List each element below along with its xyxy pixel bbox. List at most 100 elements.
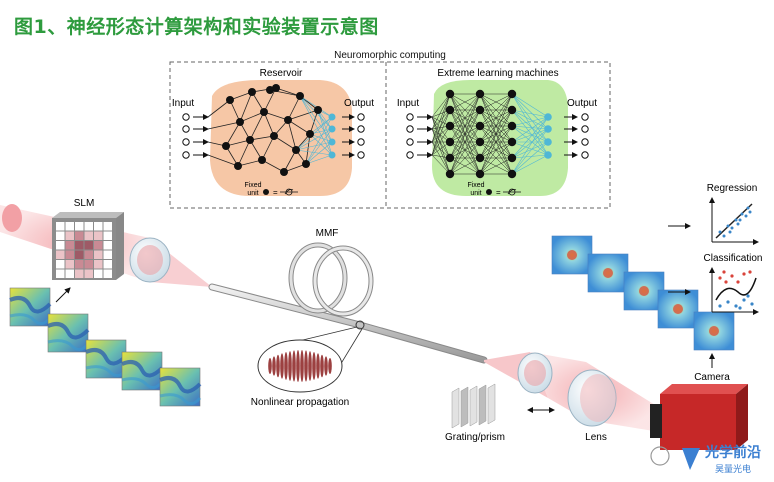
slm-pixel	[94, 269, 103, 278]
slm-pixel	[65, 241, 74, 250]
elm-edge	[449, 125, 481, 175]
elm-fixed-unit-label-2: unit	[470, 190, 481, 197]
regression-point	[722, 234, 726, 238]
grating-plate	[478, 384, 487, 426]
fiber-coils	[288, 242, 374, 317]
camera-label: Camera	[694, 372, 730, 383]
elm-equals-symbol: =	[496, 188, 501, 197]
camera-body	[660, 394, 736, 450]
elm-node	[445, 105, 455, 115]
elm-edge	[449, 93, 481, 111]
speckle-image	[693, 311, 735, 351]
pulse-band	[288, 351, 292, 381]
reservoir-edge	[225, 139, 251, 147]
elm-edge	[479, 93, 513, 127]
reservoir-fixed-unit-label: Fixed	[244, 182, 261, 189]
elm-node	[445, 137, 455, 147]
slm-pixel	[103, 231, 112, 240]
reservoir-readout-edge	[299, 95, 333, 143]
class-a-point	[748, 270, 752, 274]
reservoir-node	[236, 118, 244, 126]
slm-label: SLM	[74, 198, 95, 209]
reservoir-edge	[283, 149, 297, 173]
reservoir-readout-node	[328, 125, 336, 133]
elm-edge	[449, 93, 481, 127]
reservoir-edge	[225, 121, 241, 147]
grating-plate	[487, 383, 496, 425]
elm-activation-icon	[503, 188, 521, 196]
elm-edge	[431, 116, 451, 159]
elm-edge	[431, 109, 451, 156]
speckle-image	[657, 289, 699, 329]
class-b-point	[746, 294, 750, 298]
elm-edge	[431, 93, 451, 143]
elm-node	[507, 89, 517, 99]
watermark-text: 光学前沿	[704, 444, 761, 461]
elm-input-node	[406, 125, 414, 133]
reservoir-edge	[237, 139, 251, 167]
pattern-stripe	[159, 376, 202, 394]
slm-pixel	[65, 222, 74, 231]
regression-point	[746, 206, 750, 210]
elm-network	[431, 89, 552, 179]
regression-point	[738, 218, 742, 222]
nonlinear-propagation-zoom: Nonlinear propagation	[251, 339, 349, 408]
elm-node	[445, 89, 455, 99]
speckle-image	[587, 253, 629, 293]
slm-pixel	[75, 222, 84, 231]
elm-readout-edge	[511, 125, 549, 130]
pattern-stripe	[47, 322, 90, 340]
pattern-stripe	[121, 360, 164, 378]
elm-edge	[449, 157, 481, 175]
elm-node	[507, 153, 517, 163]
reservoir-node	[314, 106, 322, 114]
reservoir-readout-edge	[317, 109, 333, 156]
reservoir-readout-edge	[305, 154, 333, 165]
reservoir-equals-symbol: =	[273, 188, 278, 197]
reservoir-node	[234, 162, 242, 170]
camera-lens-mount	[650, 404, 662, 438]
pattern-stripe	[159, 393, 202, 405]
elm-edge	[431, 116, 451, 143]
pulse-band	[292, 350, 296, 382]
pulse-band	[316, 353, 320, 379]
speckle-core	[639, 286, 649, 296]
wechat-icon	[650, 446, 670, 466]
reservoir-node	[280, 168, 288, 176]
elm-readout-edge	[511, 154, 549, 159]
elm-input-label: Input	[397, 98, 419, 109]
input-pattern-stack	[9, 287, 202, 407]
pattern-stripe	[121, 377, 164, 389]
reservoir-node	[306, 130, 314, 138]
speckle-image	[551, 235, 593, 275]
class-b-point	[726, 300, 730, 304]
reservoir-output-nodes	[342, 113, 365, 159]
reservoir-node	[246, 136, 254, 144]
reservoir-activation-icon	[280, 188, 298, 196]
reservoir-edge	[305, 133, 311, 165]
reservoir-node	[292, 146, 300, 154]
pulse-band	[268, 358, 272, 374]
reservoir-node	[270, 132, 278, 140]
reservoir-edge	[287, 119, 311, 135]
neuromorphic-label: Neuromorphic computing	[334, 50, 446, 61]
slm-pixel	[103, 250, 112, 259]
class-a-point	[722, 270, 726, 274]
reservoir-edge	[287, 109, 319, 121]
classification-label: Classification	[704, 253, 763, 264]
reservoir-input-node	[182, 125, 190, 133]
slm-pixel	[103, 222, 112, 231]
reservoir-input-node	[182, 151, 190, 159]
elm-edge	[479, 93, 513, 143]
reservoir-output-node	[357, 113, 365, 121]
slm-pixel	[103, 260, 112, 269]
speckle-core	[603, 268, 613, 278]
reservoir-readout-edge	[299, 95, 333, 118]
elm-edge	[449, 141, 481, 175]
elm-fixed-unit-label: Fixed	[467, 182, 484, 189]
elm-edge	[449, 93, 481, 175]
regression-point	[740, 212, 744, 216]
elm-edge	[479, 157, 513, 175]
pattern-stripe	[85, 348, 128, 366]
elm-readout-edge	[511, 116, 549, 143]
